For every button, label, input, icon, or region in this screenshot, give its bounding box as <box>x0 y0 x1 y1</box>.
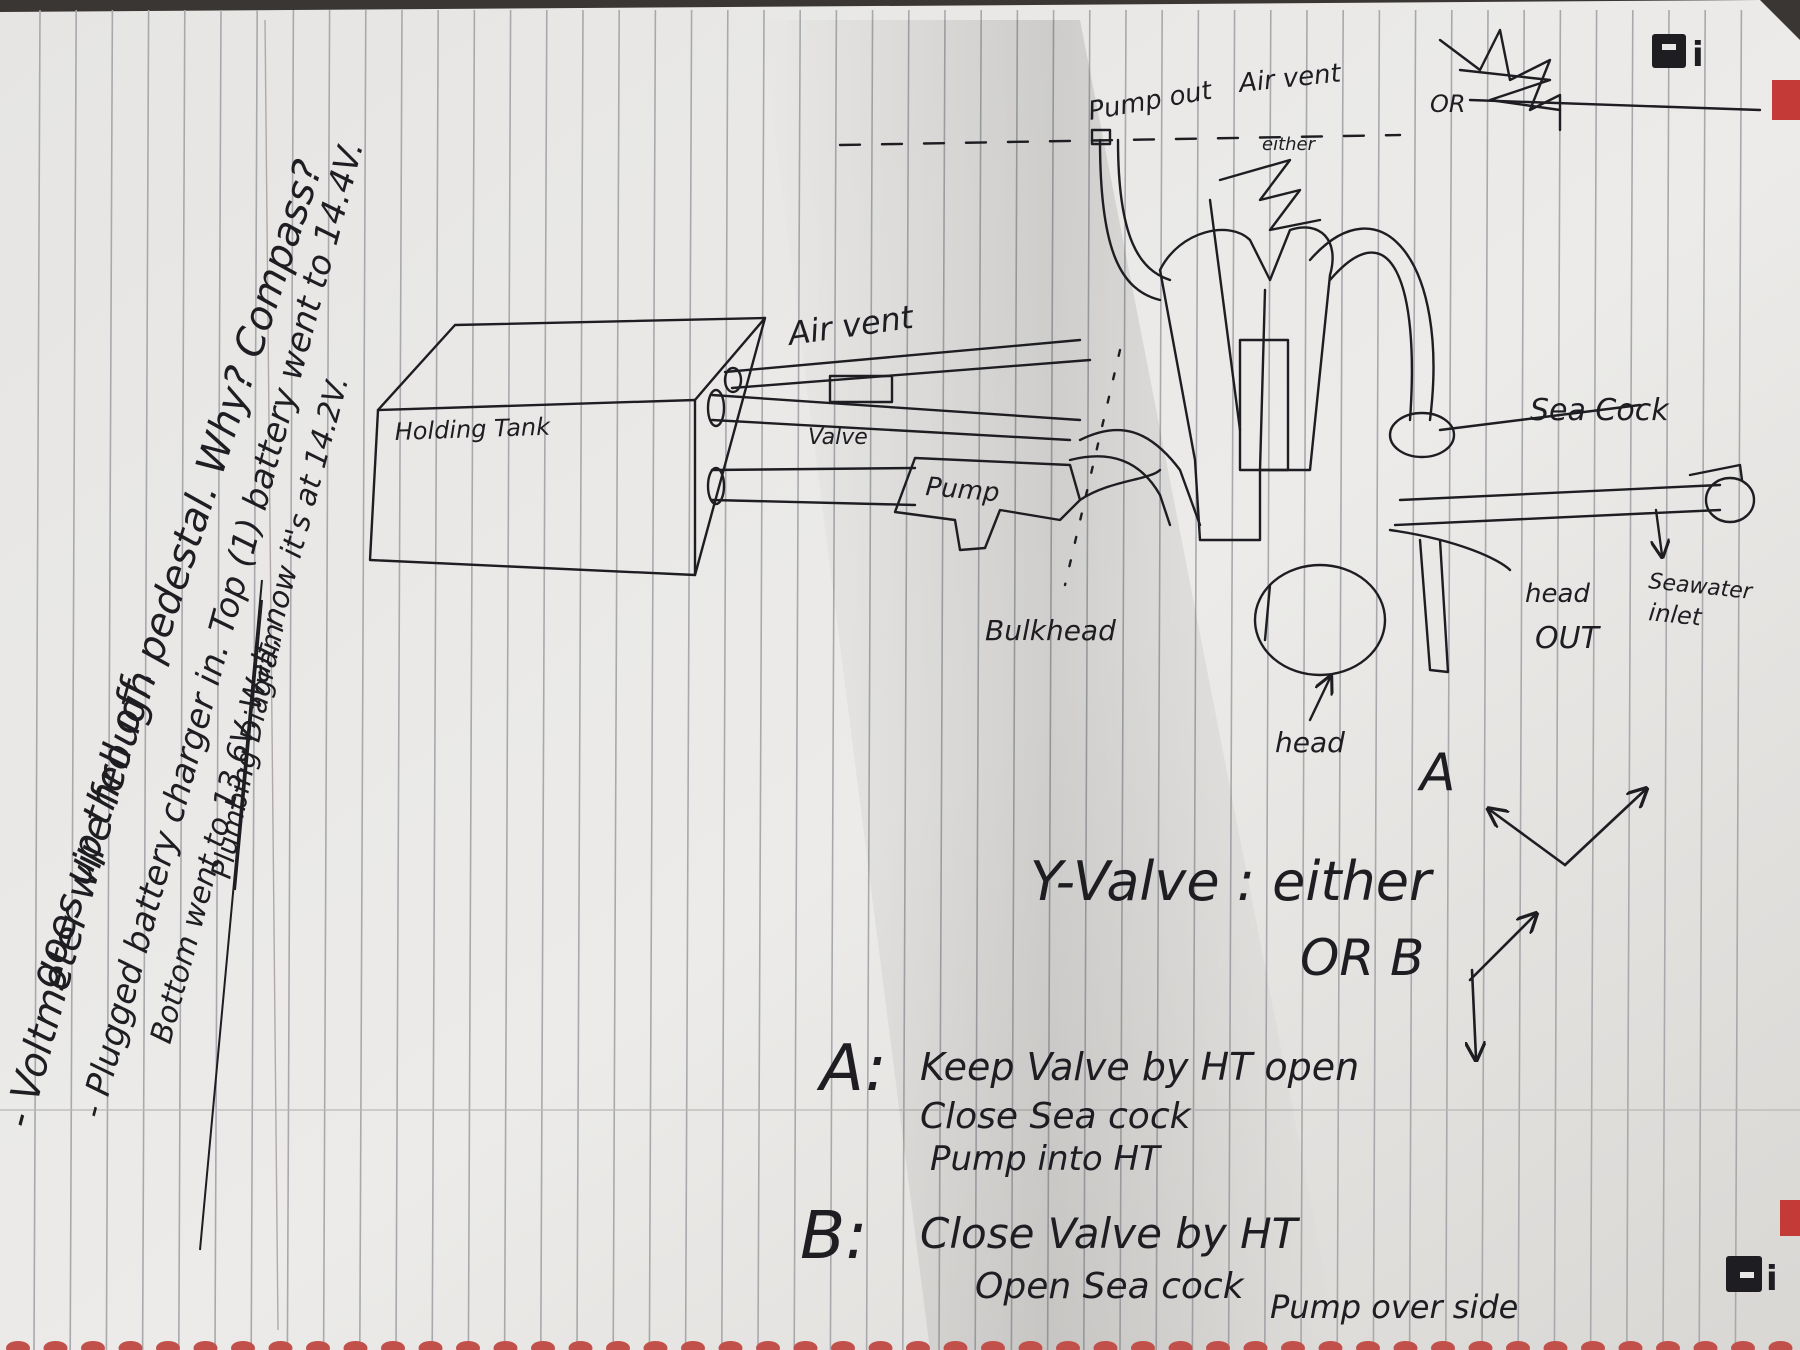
label-head-out-2: OUT <box>1535 621 1602 656</box>
page-tab-top <box>1772 80 1800 120</box>
page-tab-bottom <box>1780 1200 1800 1236</box>
instr-b-prefix: B: <box>800 1197 868 1274</box>
label-pump: Pump <box>924 472 1000 508</box>
label-holding-tank: Holding Tank <box>394 413 551 446</box>
label-sea-cock: Sea Cock <box>1530 393 1670 428</box>
instr-a-line3: Pump into HT <box>930 1139 1162 1179</box>
label-valve: Valve <box>808 425 868 450</box>
label-head: head <box>1275 726 1345 759</box>
label-either: either <box>1262 134 1317 155</box>
svg-text:i: i <box>1766 1259 1778 1299</box>
instr-b-line2: Open Sea cock <box>975 1266 1246 1307</box>
label-or-top: OR <box>1430 90 1466 118</box>
svg-text:i: i <box>1692 35 1704 75</box>
instr-a-line1: Keep Valve by HT open <box>920 1045 1359 1089</box>
label-seawater-inlet: inlet <box>1647 598 1704 632</box>
yvalve-or-b: OR B <box>1300 929 1424 987</box>
label-head-out: head <box>1525 579 1590 609</box>
instr-a-prefix: A: <box>816 1032 887 1106</box>
label-bulkhead: Bulkhead <box>985 614 1116 647</box>
instr-b-line1: Close Valve by HT <box>920 1209 1301 1258</box>
instr-a-line2: Close Sea cock <box>920 1096 1193 1137</box>
yvalve-label-a: A <box>1417 743 1456 803</box>
instr-b-line3: Pump over side <box>1270 1288 1518 1326</box>
yvalve-title: Y-Valve : either <box>1030 850 1434 913</box>
